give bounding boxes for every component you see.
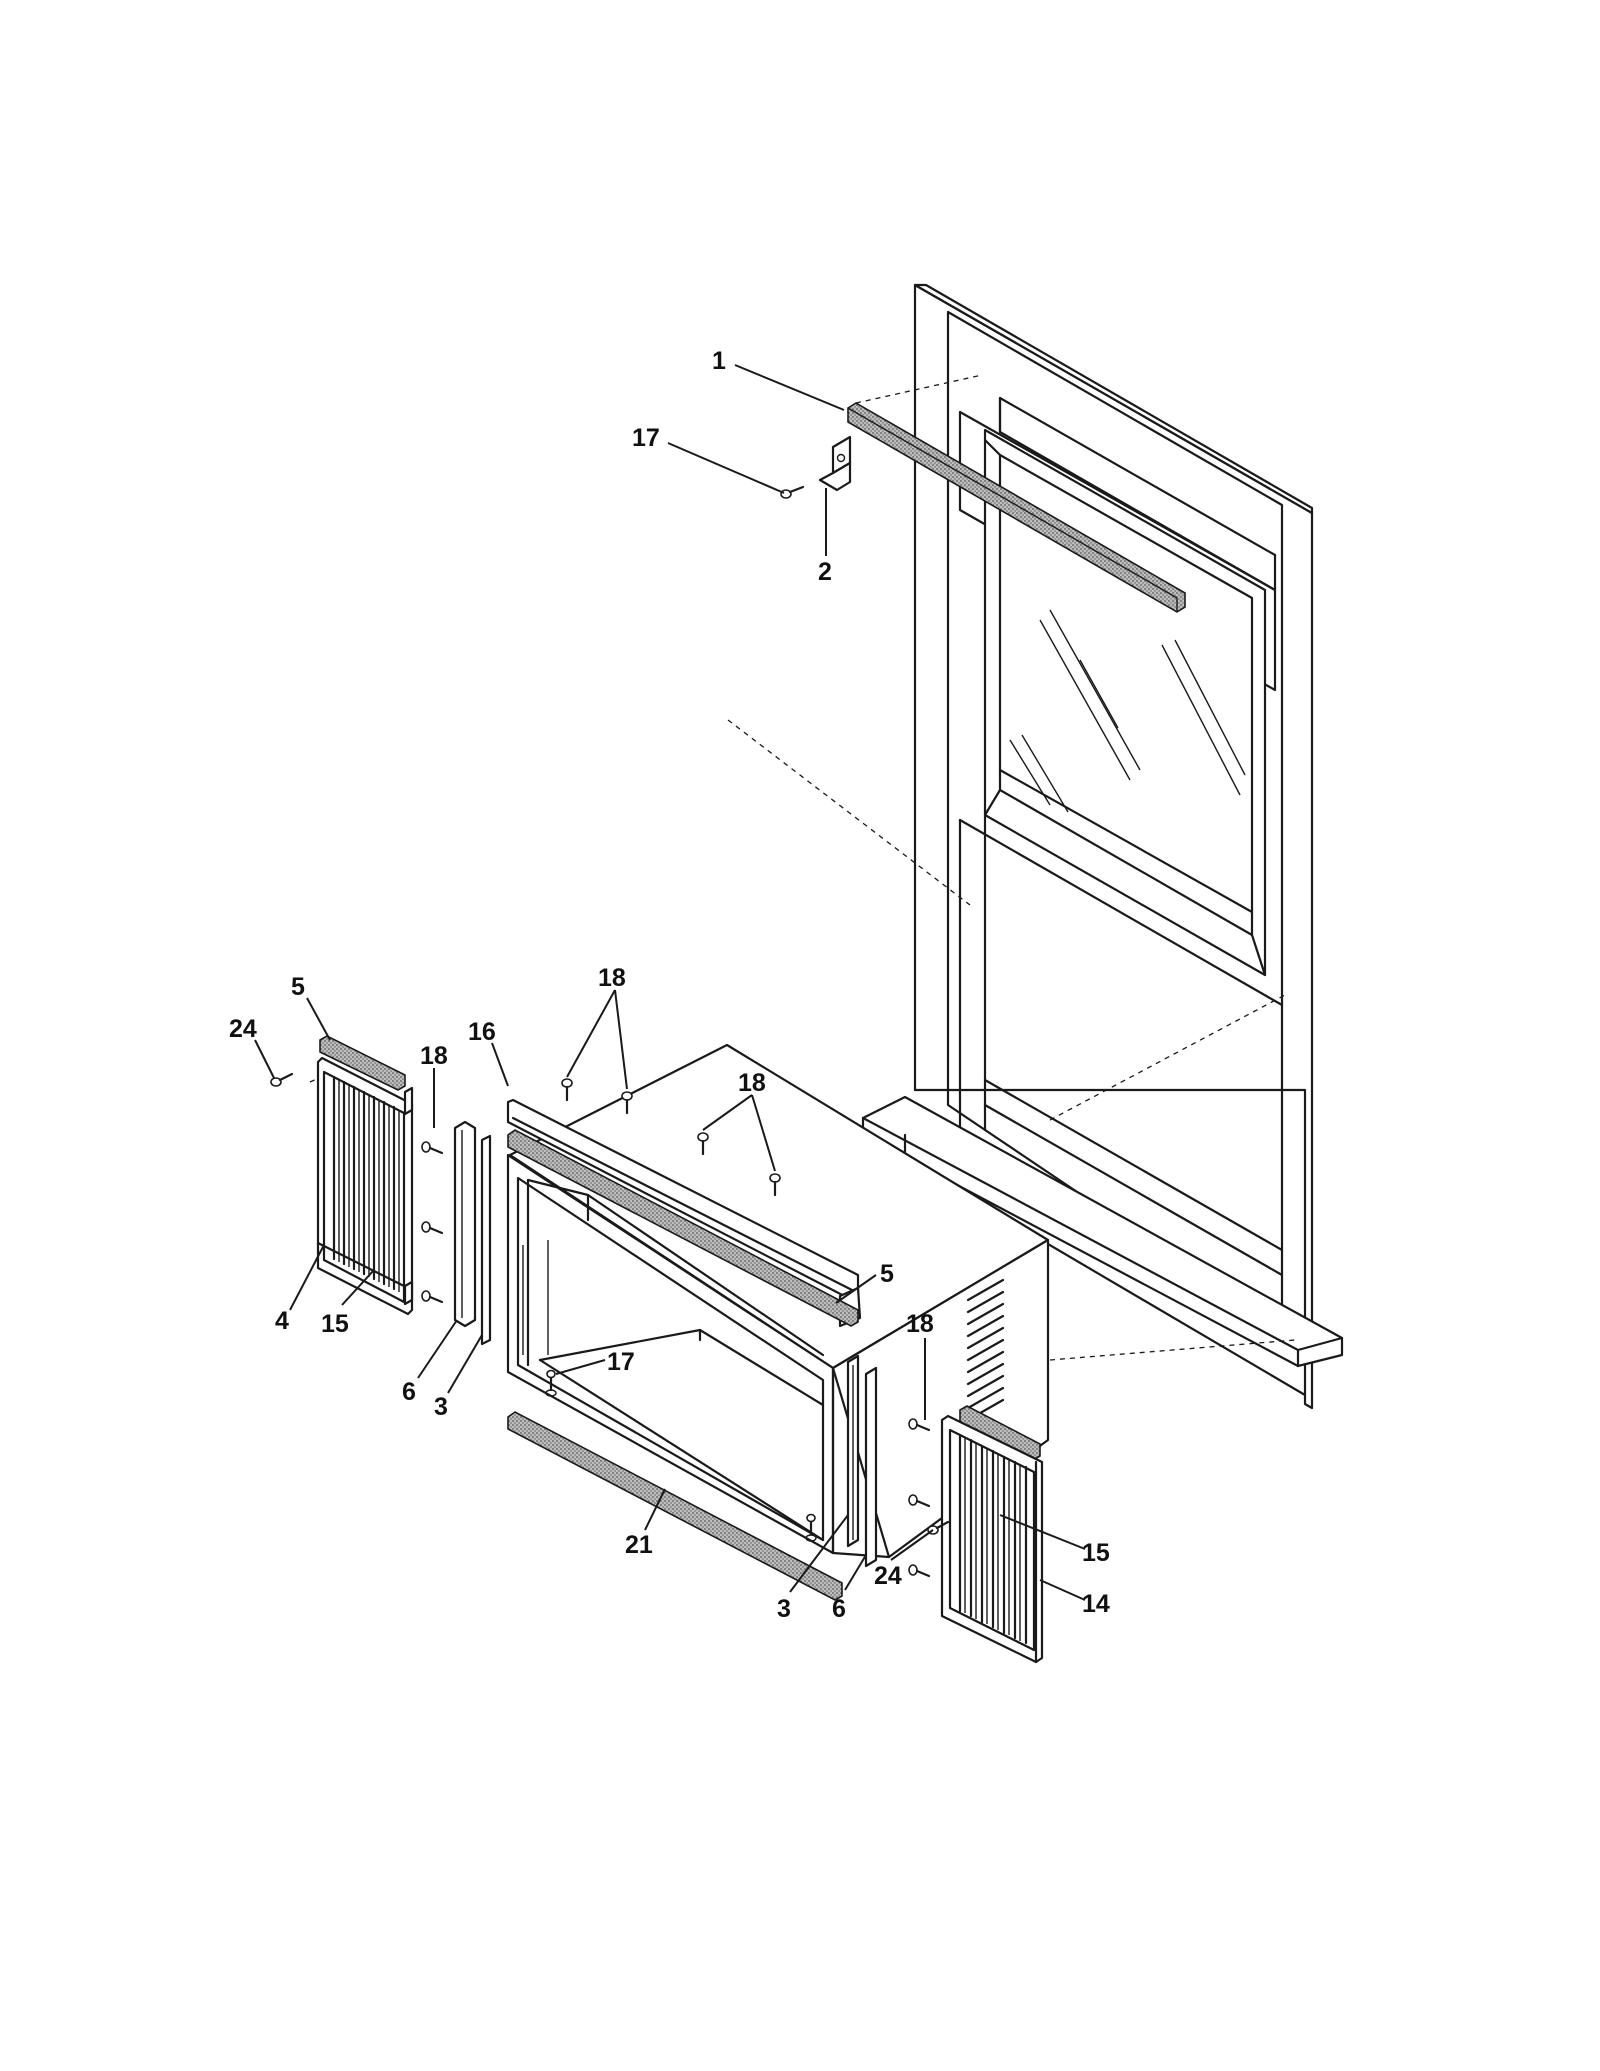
left-channel-3	[480, 1134, 492, 1346]
callout-3-left: 3	[434, 1393, 448, 1421]
callout-18-top-right: 18	[738, 1069, 766, 1097]
right-accordion-panel	[940, 1405, 1044, 1664]
callout-18-left: 18	[420, 1042, 448, 1070]
left-side-screws-18	[421, 1141, 444, 1304]
callout-14: 14	[1082, 1590, 1110, 1618]
screw-interior-right	[806, 1513, 816, 1536]
callout-6-left: 6	[402, 1378, 416, 1406]
callout-15-right: 15	[1082, 1539, 1110, 1567]
callout-5-left: 5	[291, 973, 305, 1001]
right-panel-pleats	[958, 1433, 1028, 1645]
callout-17-top: 17	[632, 424, 660, 452]
screw-24-left	[270, 1072, 294, 1087]
callout-4: 4	[275, 1307, 289, 1335]
bottom-foam-strip	[507, 1411, 843, 1601]
callout-1: 1	[712, 347, 726, 375]
screw-17-interior	[546, 1369, 556, 1392]
callout-2: 2	[818, 558, 832, 586]
callout-21: 21	[625, 1531, 653, 1559]
callout-labels: 1 17 2 5 24 18 16 18 18 5 4 15 6 3 17 18…	[229, 347, 1110, 1623]
callout-3-right: 3	[777, 1595, 791, 1623]
left-panel-pleats	[332, 1075, 400, 1292]
callout-18-top-left: 18	[598, 964, 626, 992]
callout-18-right: 18	[906, 1310, 934, 1338]
cabinet-louvres	[966, 1278, 1005, 1422]
left-side-channels	[453, 1120, 492, 1346]
left-accordion-panel	[316, 1035, 414, 1316]
leader-lines	[254, 364, 1086, 1601]
callout-24-right: 24	[874, 1562, 902, 1590]
foam-strip-top-rail	[507, 1129, 859, 1327]
window-assembly	[861, 283, 1344, 1410]
callout-17-interior: 17	[607, 1348, 635, 1376]
callout-6-right: 6	[832, 1595, 846, 1623]
glass-reflection	[1009, 609, 1246, 813]
right-side-screws-18	[908, 1418, 931, 1578]
right-side-channels	[846, 1354, 878, 1568]
callout-16: 16	[468, 1018, 496, 1046]
callout-5-right: 5	[880, 1260, 894, 1288]
callout-24-left: 24	[229, 1015, 257, 1043]
left-channel-6	[453, 1120, 477, 1328]
top-screws-18	[561, 1078, 781, 1197]
screw-17-top	[780, 485, 805, 499]
callout-15-left: 15	[321, 1310, 349, 1338]
mounting-bracket	[818, 435, 852, 492]
